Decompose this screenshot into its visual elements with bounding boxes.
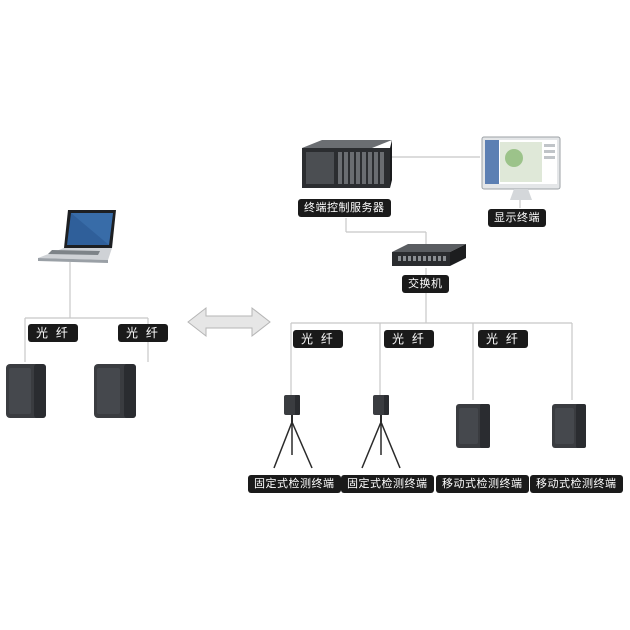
tripod-detector-icon: [273, 395, 313, 469]
server-label: 终端控制服务器: [298, 199, 391, 217]
display-label: 显示终端: [488, 209, 546, 227]
network-switch-icon: [392, 244, 466, 266]
rack-server-icon: [302, 140, 392, 188]
connector-lines: [24, 156, 573, 400]
fixed-terminal-label-2: 固定式检测终端: [341, 475, 434, 493]
fiber-label-left-1: 光 纤: [28, 324, 78, 342]
fiber-label-right-2: 光 纤: [384, 330, 434, 348]
laptop-icon: [38, 210, 116, 263]
detector-box-icon: [6, 364, 46, 418]
fiber-label-left-2: 光 纤: [118, 324, 168, 342]
double-arrow-icon: [187, 306, 271, 338]
detector-box-icon: [456, 404, 490, 448]
monitor-icon: [481, 136, 561, 200]
fiber-label-right-1: 光 纤: [293, 330, 343, 348]
tripod-detector-icon: [361, 395, 401, 469]
mobile-terminal-label-2: 移动式检测终端: [530, 475, 623, 493]
mobile-terminal-label-1: 移动式检测终端: [436, 475, 529, 493]
switch-label: 交换机: [402, 275, 449, 293]
detector-box-icon: [552, 404, 586, 448]
detector-box-icon: [94, 364, 136, 418]
fixed-terminal-label-1: 固定式检测终端: [248, 475, 341, 493]
fiber-label-right-3: 光 纤: [478, 330, 528, 348]
